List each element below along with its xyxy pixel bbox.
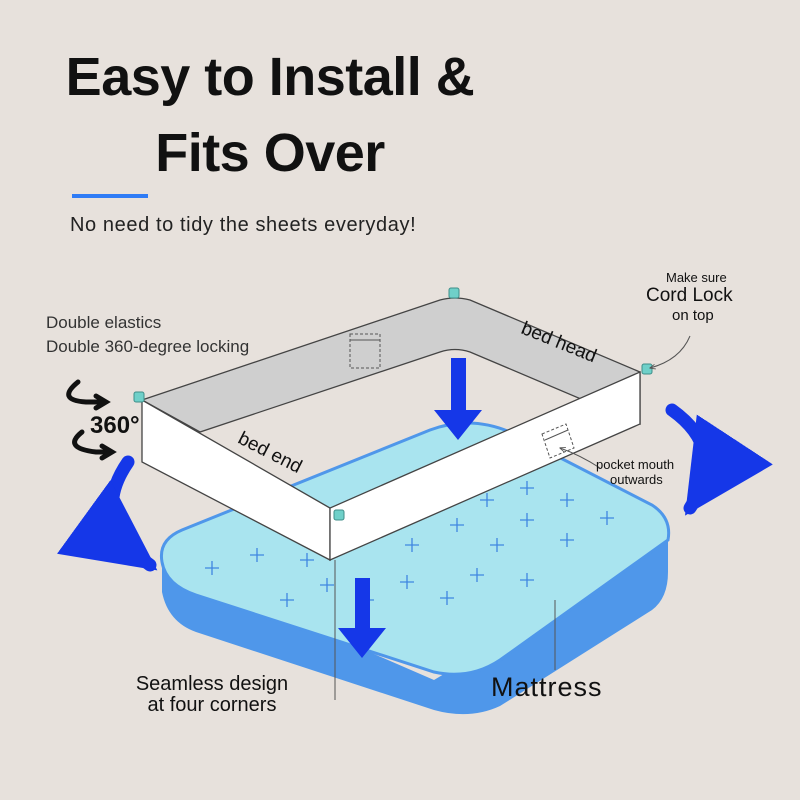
seamless-note-1: Seamless design: [135, 673, 289, 695]
degree-label: 360°: [90, 412, 140, 439]
pocket-note-2: outwards: [610, 472, 663, 487]
heading-line-2: Fits Over: [155, 123, 385, 183]
curved-arrow-icon: [56, 455, 158, 572]
cord-lock-label: Cord Lock: [646, 285, 733, 306]
elastics-note-2: Double 360-degree locking: [46, 337, 250, 356]
subtitle: No need to tidy the sheets everyday!: [70, 214, 417, 236]
fitted-band: [133, 287, 653, 562]
cord-lock-clip-icon: [133, 287, 653, 521]
accent-bar: [72, 194, 148, 198]
down-arrow-icon: [434, 358, 482, 440]
pocket-icon: [349, 333, 381, 369]
heading-line-1: Easy to Install &: [65, 47, 475, 107]
mattress-label: Mattress: [491, 672, 603, 702]
cord-on-top: on top: [672, 307, 714, 324]
seamless-note-2: at four corners: [147, 694, 277, 716]
elastics-note-1: Double elastics: [46, 313, 162, 332]
pocket-note-1: pocket mouth: [596, 457, 675, 472]
mattress: [159, 421, 671, 715]
cord-make-sure: Make sure: [666, 270, 727, 285]
down-arrow-icon: [338, 578, 386, 658]
pocket-icon: [541, 423, 575, 459]
rotate-360-icon: [66, 379, 117, 461]
curved-arrow-icon: [665, 403, 773, 516]
